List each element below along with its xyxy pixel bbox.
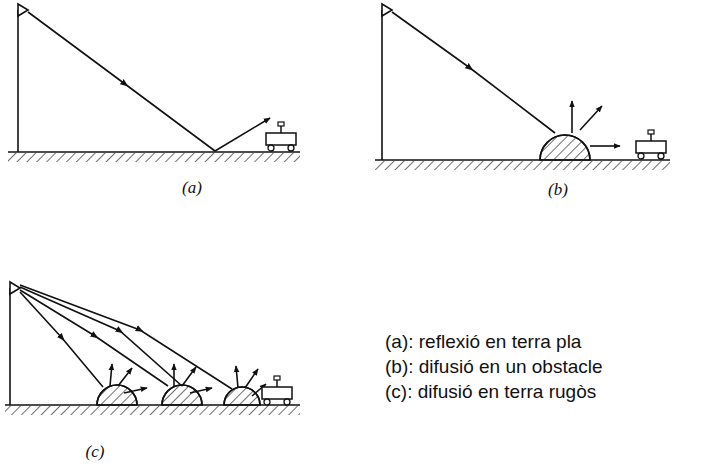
panel-c	[5, 282, 300, 415]
legend-text: (c): difusió en terra rugòs	[385, 381, 596, 403]
panel-label: (b)	[548, 180, 568, 200]
legend-text: (a): reflexió en terra pla	[385, 331, 581, 353]
legend-text: (b): difusió en un obstacle	[385, 356, 603, 378]
panel-a	[8, 4, 300, 162]
panel-label: (c)	[86, 442, 105, 462]
panel-label: (a)	[182, 178, 202, 198]
panel-b	[375, 4, 670, 170]
